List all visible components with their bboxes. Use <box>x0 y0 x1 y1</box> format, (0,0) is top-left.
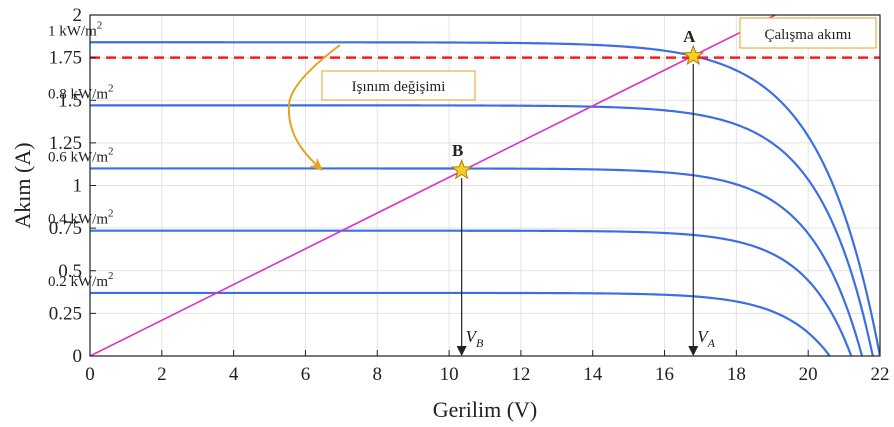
iv-curve <box>90 229 853 356</box>
y-tick-label: 1.5 <box>58 90 82 111</box>
y-tick-label: 0.5 <box>58 261 82 282</box>
curve-label: 1 kW/m2 <box>48 19 102 39</box>
irradiance-box <box>321 70 476 101</box>
curve-label-main: 0.8 kW/m <box>48 86 108 102</box>
x-tick-label: 10 <box>440 364 459 385</box>
y-tick-label: 0.75 <box>49 218 82 239</box>
x-tick-label: 4 <box>229 364 239 385</box>
operating-point-star <box>450 158 473 180</box>
load-line <box>90 15 776 356</box>
y-tick-label: 1 <box>73 176 83 197</box>
curve-label-sup: 2 <box>108 208 114 220</box>
labels: 1 kW/m20.8 kW/m20.6 kW/m20.4 kW/m20.2 kW… <box>48 17 877 350</box>
x-tick-label: 14 <box>583 364 603 385</box>
curve-label-main: 0.6 kW/m <box>48 149 108 165</box>
voltage-label: VA <box>697 327 715 350</box>
operating-point-label: A <box>683 27 696 46</box>
x-tick-label: 8 <box>373 364 383 385</box>
iv-curve <box>90 104 874 356</box>
x-tick-label: 16 <box>655 364 674 385</box>
x-tick-label: 12 <box>511 364 530 385</box>
iv-curve <box>90 291 831 356</box>
irradiance-arrow <box>287 44 341 171</box>
curve-label-sup: 2 <box>108 270 114 282</box>
x-tick-label: 22 <box>871 364 890 385</box>
operating-point-label: B <box>452 141 463 160</box>
x-tick-label: 20 <box>799 364 818 385</box>
x-tick-label: 0 <box>85 364 95 385</box>
voltage-label-sub: A <box>707 336 716 350</box>
voltage-label-main: V <box>697 327 710 346</box>
voltage-label: VB <box>466 327 484 350</box>
x-tick-label: 18 <box>727 364 746 385</box>
operating-current-box <box>739 17 877 49</box>
operating-point-star <box>682 44 705 66</box>
curve-label: 0.4 kW/m2 <box>48 208 114 228</box>
operating-current-label: Çalışma akımı <box>764 27 851 43</box>
curve-label-sup: 2 <box>108 145 114 157</box>
curve-label-main: 1 kW/m <box>48 23 97 39</box>
curves <box>90 41 880 356</box>
x-tick-label: 6 <box>301 364 311 385</box>
irradiance-label: Işınım değişimi <box>352 79 446 95</box>
y-tick-label: 0 <box>73 346 83 367</box>
voltage-label-sub: B <box>476 336 484 350</box>
y-tick-label: 1.75 <box>49 48 82 69</box>
curve-label: 0.2 kW/m2 <box>48 270 114 290</box>
curve-label-sup: 2 <box>108 82 114 94</box>
y-tick-label: 1.25 <box>49 133 82 154</box>
curve-label-sup: 2 <box>97 19 103 31</box>
iv-curve <box>90 167 864 356</box>
curve-label-main: 0.2 kW/m <box>48 274 108 290</box>
y-tick-label: 0.25 <box>49 303 82 324</box>
grid <box>89 14 881 357</box>
iv-curve <box>90 41 880 356</box>
y-tick-label: 2 <box>73 5 83 26</box>
x-tick-label: 2 <box>157 364 167 385</box>
y-axis-title: Akım (A) <box>10 142 35 228</box>
voltage-label-main: V <box>466 327 479 346</box>
curve-label-main: 0.4 kW/m <box>48 212 108 228</box>
reference-lines <box>90 15 880 356</box>
curve-label: 0.8 kW/m2 <box>48 82 114 102</box>
x-axis-title: Gerilim (V) <box>433 397 537 422</box>
curve-label: 0.6 kW/m2 <box>48 145 114 165</box>
